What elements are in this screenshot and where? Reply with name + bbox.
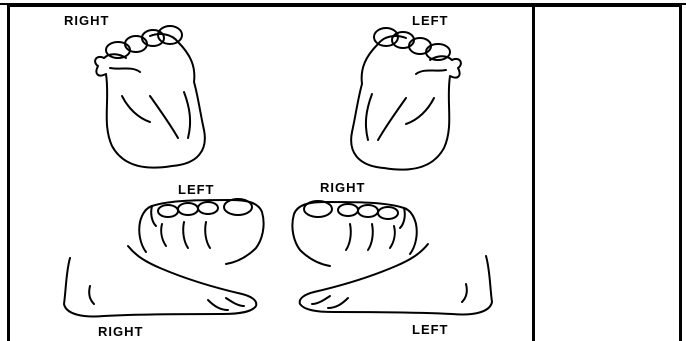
left-foot-sole [351, 28, 461, 170]
left-foot-toes [139, 199, 263, 264]
right-foot-sole [95, 26, 205, 168]
left-foot-side [300, 244, 492, 315]
right-foot-toes [292, 201, 416, 266]
right-foot-side [64, 246, 256, 317]
